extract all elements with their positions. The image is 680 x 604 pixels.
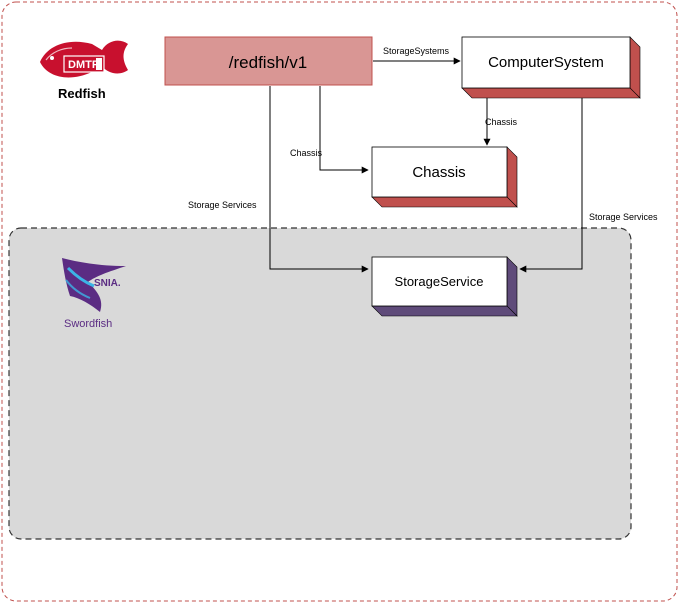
edge-root-chassis <box>319 86 369 174</box>
swordfish-logo: SNIA. Swordfish <box>62 258 126 330</box>
node-chassis-label: Chassis <box>412 164 465 181</box>
edge-label-storage-services-right: Storage Services <box>589 212 658 222</box>
redfish-badge-text: DMTF <box>68 59 99 71</box>
swordfish-fish-icon <box>62 258 126 312</box>
node-chassis: Chassis <box>371 146 518 208</box>
edge-label-storage-services-left: Storage Services <box>188 200 257 210</box>
node-storage-service: StorageService <box>371 256 518 317</box>
edges <box>269 57 583 273</box>
edge-label-chassis-root: Chassis <box>290 148 323 158</box>
node-root-label: /redfish/v1 <box>229 53 307 72</box>
swordfish-logo-name: Swordfish <box>64 318 112 330</box>
edge-root-storageservice <box>269 86 369 273</box>
redfish-logo-name: Redfish <box>58 86 106 101</box>
edge-system-storageservice <box>519 89 583 273</box>
node-root: /redfish/v1 <box>164 36 373 86</box>
edge-label-storage-systems: StorageSystems <box>383 46 450 56</box>
redfish-badge <box>63 55 105 73</box>
node-computer-system: ComputerSystem <box>461 36 641 99</box>
swordfish-region <box>8 227 632 540</box>
edge-label-chassis-system: Chassis <box>485 117 518 127</box>
swordfish-badge-text: SNIA. <box>94 278 121 289</box>
node-computer-system-label: ComputerSystem <box>488 54 604 71</box>
redfish-logo: DMTF Redfish <box>40 40 128 101</box>
node-storage-service-label: StorageService <box>395 274 484 289</box>
